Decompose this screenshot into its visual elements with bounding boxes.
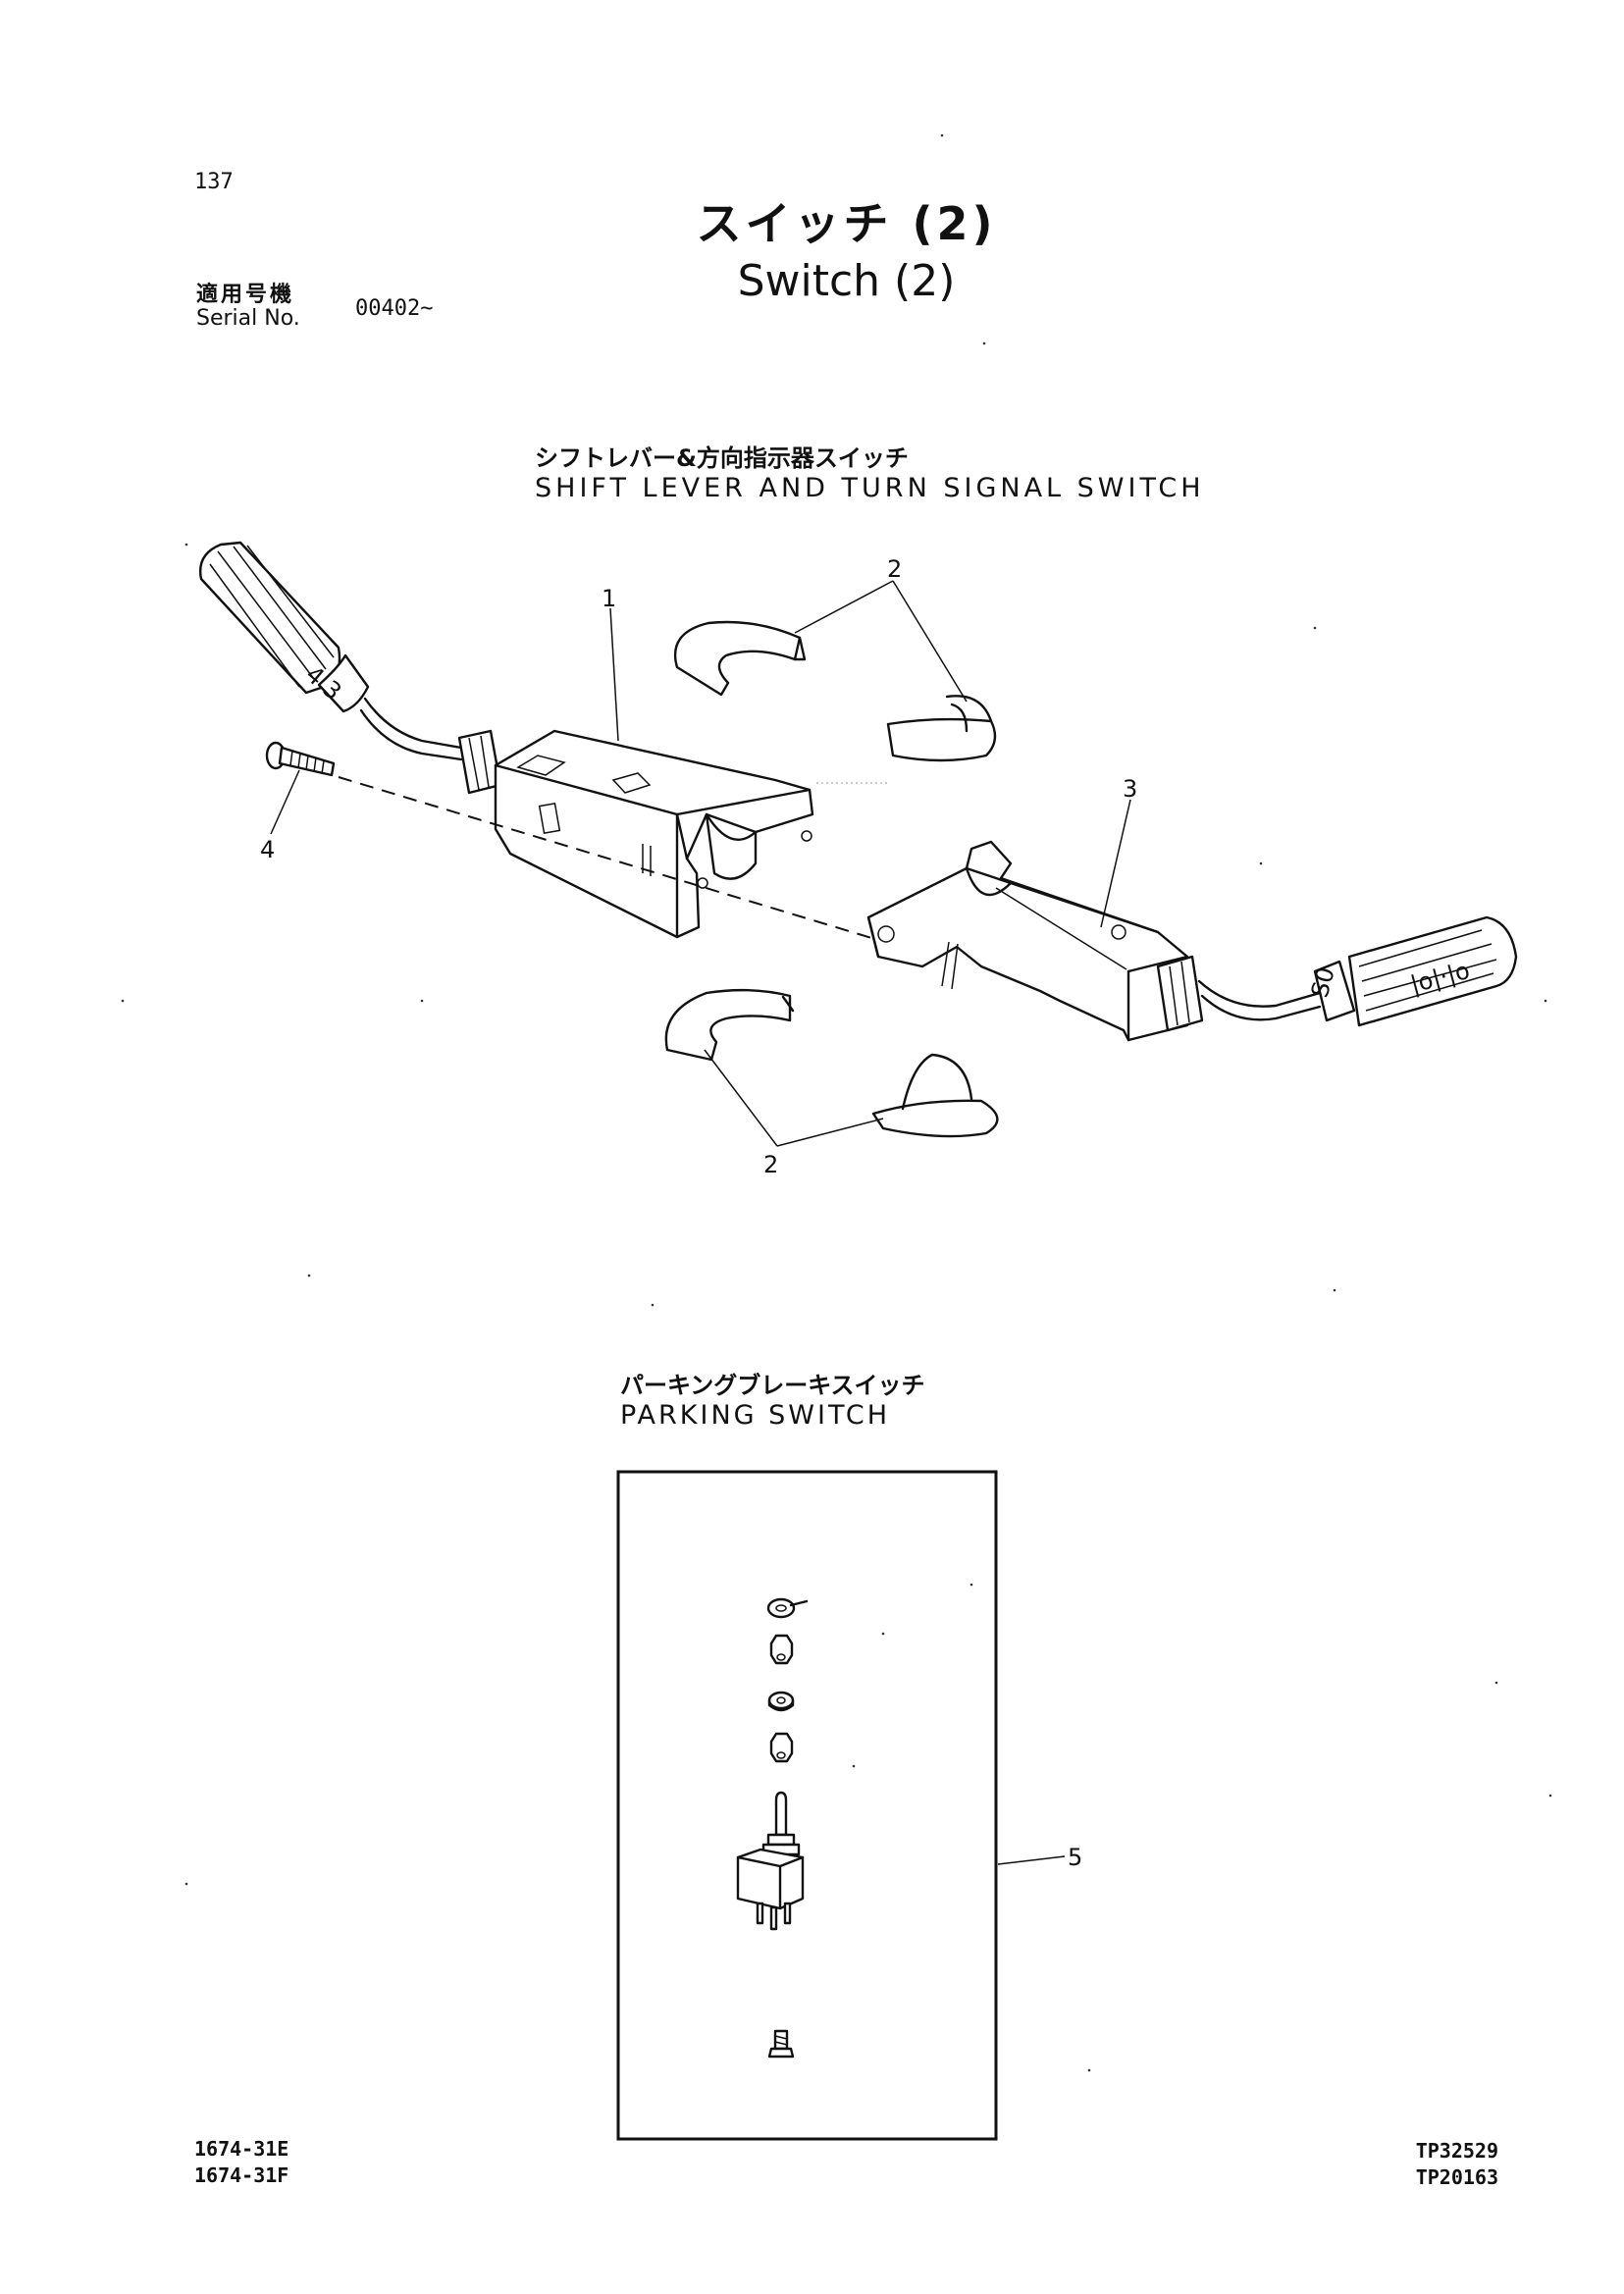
footer-code-right-2: TP20163 (1415, 2165, 1498, 2189)
leader-line-1 (609, 607, 619, 742)
turn-signal-switch-body (866, 840, 1189, 1042)
shift-lever-knob: 4 3 (199, 541, 370, 713)
turn-signal-knob: |o|·|o S0 (1306, 915, 1518, 1027)
leader-line-2-top (794, 580, 968, 703)
flat-washer (767, 1691, 795, 1712)
callout-5: 5 (1068, 1844, 1082, 1871)
screw-part (265, 741, 336, 777)
clamp-half-top-right (886, 695, 997, 762)
footer-code-left-1: 1674-31E (194, 2137, 289, 2161)
lock-washer (766, 1597, 809, 1619)
assembly-axis-line (338, 776, 879, 941)
shift-lever-boot (457, 729, 502, 795)
callout-3: 3 (1123, 775, 1137, 803)
toggle-switch (736, 1791, 805, 1931)
serial-label-english: Serial No. (196, 306, 300, 331)
turn-signal-boot (1156, 955, 1204, 1032)
shift-lever-body (494, 729, 814, 939)
scan-speckles (121, 133, 1552, 2072)
clamp-half-bottom-right (871, 1053, 999, 1138)
callout-2-bottom: 2 (763, 1151, 778, 1178)
shift-lever-cable (363, 697, 463, 750)
leader-line-3 (1100, 799, 1131, 928)
serial-label-japanese: 適用号機 (196, 283, 295, 307)
section-title-parking-switch-english: PARKING SWITCH (620, 1400, 891, 1431)
parking-switch-part (616, 1470, 998, 2141)
turn-signal-cable (1197, 979, 1322, 1008)
hex-nut-lower (769, 1732, 794, 1763)
mounting-screw (767, 2029, 795, 2059)
parking-switch-frame (616, 1470, 998, 2141)
section-title-shift-lever-japanese: シフトレバー&方向指示器スイッチ (535, 444, 909, 472)
callout-1: 1 (602, 585, 616, 612)
turn-signal-switch-part: |o|·|o S0 (866, 840, 1518, 1042)
leader-line-2-bottom (704, 1049, 884, 1147)
section-title-parking-switch-japanese: パーキングブレーキスイッチ (620, 1372, 925, 1399)
leader-line-5 (997, 1855, 1066, 1865)
page-number: 137 (194, 170, 234, 194)
callout-4: 4 (260, 836, 275, 863)
callout-2-top: 2 (887, 555, 902, 583)
section-title-shift-lever-english: SHIFT LEVER AND TURN SIGNAL SWITCH (535, 473, 1205, 503)
clamp-half-top-left (673, 620, 807, 697)
clamp-half-bottom-left (664, 988, 795, 1062)
footer-code-left-2: 1674-31F (194, 2164, 289, 2187)
leader-line-4 (270, 769, 300, 835)
footer-code-right-1: TP32529 (1415, 2139, 1498, 2163)
serial-number-value: 00402~ (355, 296, 434, 321)
page-title-english: Switch (2) (737, 256, 956, 306)
shift-lever-switch-part: 4 3 (199, 541, 814, 939)
page-title-japanese: スイッチ (2) (696, 197, 997, 250)
hex-nut-upper (769, 1634, 794, 1665)
